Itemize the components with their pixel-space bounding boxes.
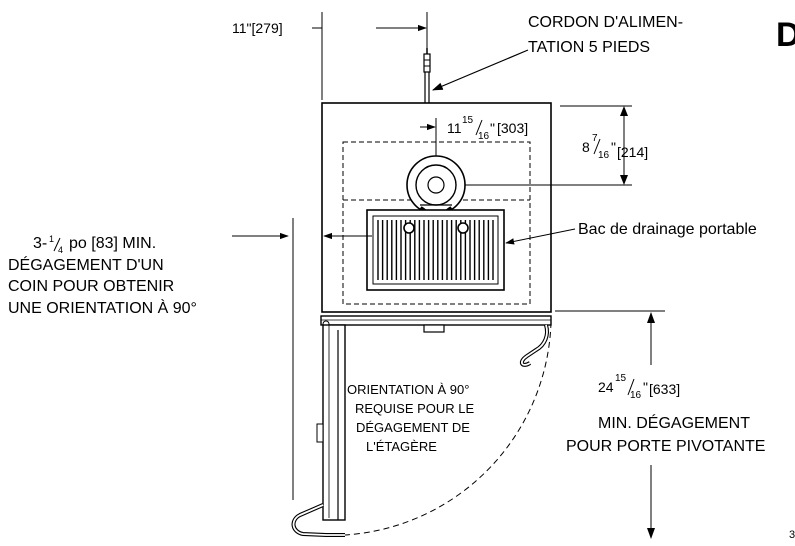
height-den: 16: [598, 150, 610, 161]
power-cord-label-line1: CORDON D'ALIMEN-: [528, 14, 683, 31]
width-den: 16: [478, 131, 490, 142]
top-offset-dimension: 11"[279]: [232, 12, 428, 100]
corner-num: 1: [49, 234, 54, 244]
power-cord-label-line2: TATION 5 PIEDS: [528, 39, 650, 56]
drain-pan-label: Bac de drainage portable: [578, 221, 757, 238]
height-whole: 8: [582, 139, 590, 155]
height-mm: [214]: [617, 144, 648, 160]
top-offset-label: 11"[279]: [232, 20, 283, 36]
corner-line2: DÉGAGEMENT D'UN: [8, 255, 164, 274]
orientation-line4: L'ÉTAGÈRE: [366, 439, 437, 454]
door-num: 15: [615, 373, 627, 384]
width-inch-mark: ": [490, 120, 495, 136]
corner-line4: UNE ORIENTATION À 90°: [8, 298, 197, 317]
door-den: 16: [630, 390, 642, 401]
corner-den: 4: [58, 245, 63, 255]
corner-line3: COIN POUR OBTENIR: [8, 278, 174, 295]
orientation-line1: ORIENTATION À 90°: [347, 382, 469, 397]
section-letter: D: [776, 16, 795, 54]
corner-clearance-note: 3- 1 4 po [83] MIN. DÉGAGEMENT D'UN COIN…: [8, 218, 372, 500]
drain-pan: [366, 209, 576, 291]
power-cord: [423, 48, 529, 103]
orientation-line2: REQUISE POUR LE: [355, 401, 475, 416]
door-mm: [633]: [649, 381, 680, 397]
door-clearance-line2: POUR PORTE PIVOTANTE: [566, 438, 765, 455]
height-num: 7: [592, 133, 598, 144]
svg-text:3-: 3-: [33, 235, 47, 252]
base-shelf: [320, 315, 552, 333]
door-whole: 24: [598, 379, 614, 395]
width-whole: 11: [447, 120, 462, 136]
door-clearance-line1: MIN. DÉGAGEMENT: [598, 413, 750, 432]
width-dimension: 11 15 16 " [303]: [420, 115, 528, 186]
page-mark: 3: [789, 529, 795, 541]
width-num: 15: [462, 115, 474, 126]
width-mm: [303]: [497, 120, 528, 136]
corner-suffix: po [83] MIN.: [69, 235, 156, 252]
swing-door: [291, 321, 552, 537]
door-clearance-dimension: 24 15 16 " [633]: [555, 310, 680, 539]
height-inch-mark: ": [611, 139, 616, 155]
corner-prefix: 3-: [33, 235, 47, 252]
height-dimension: 8 7 16 " [214]: [450, 105, 648, 186]
orientation-line3: DÉGAGEMENT DE: [356, 420, 470, 435]
door-inch-mark: ": [643, 379, 648, 395]
